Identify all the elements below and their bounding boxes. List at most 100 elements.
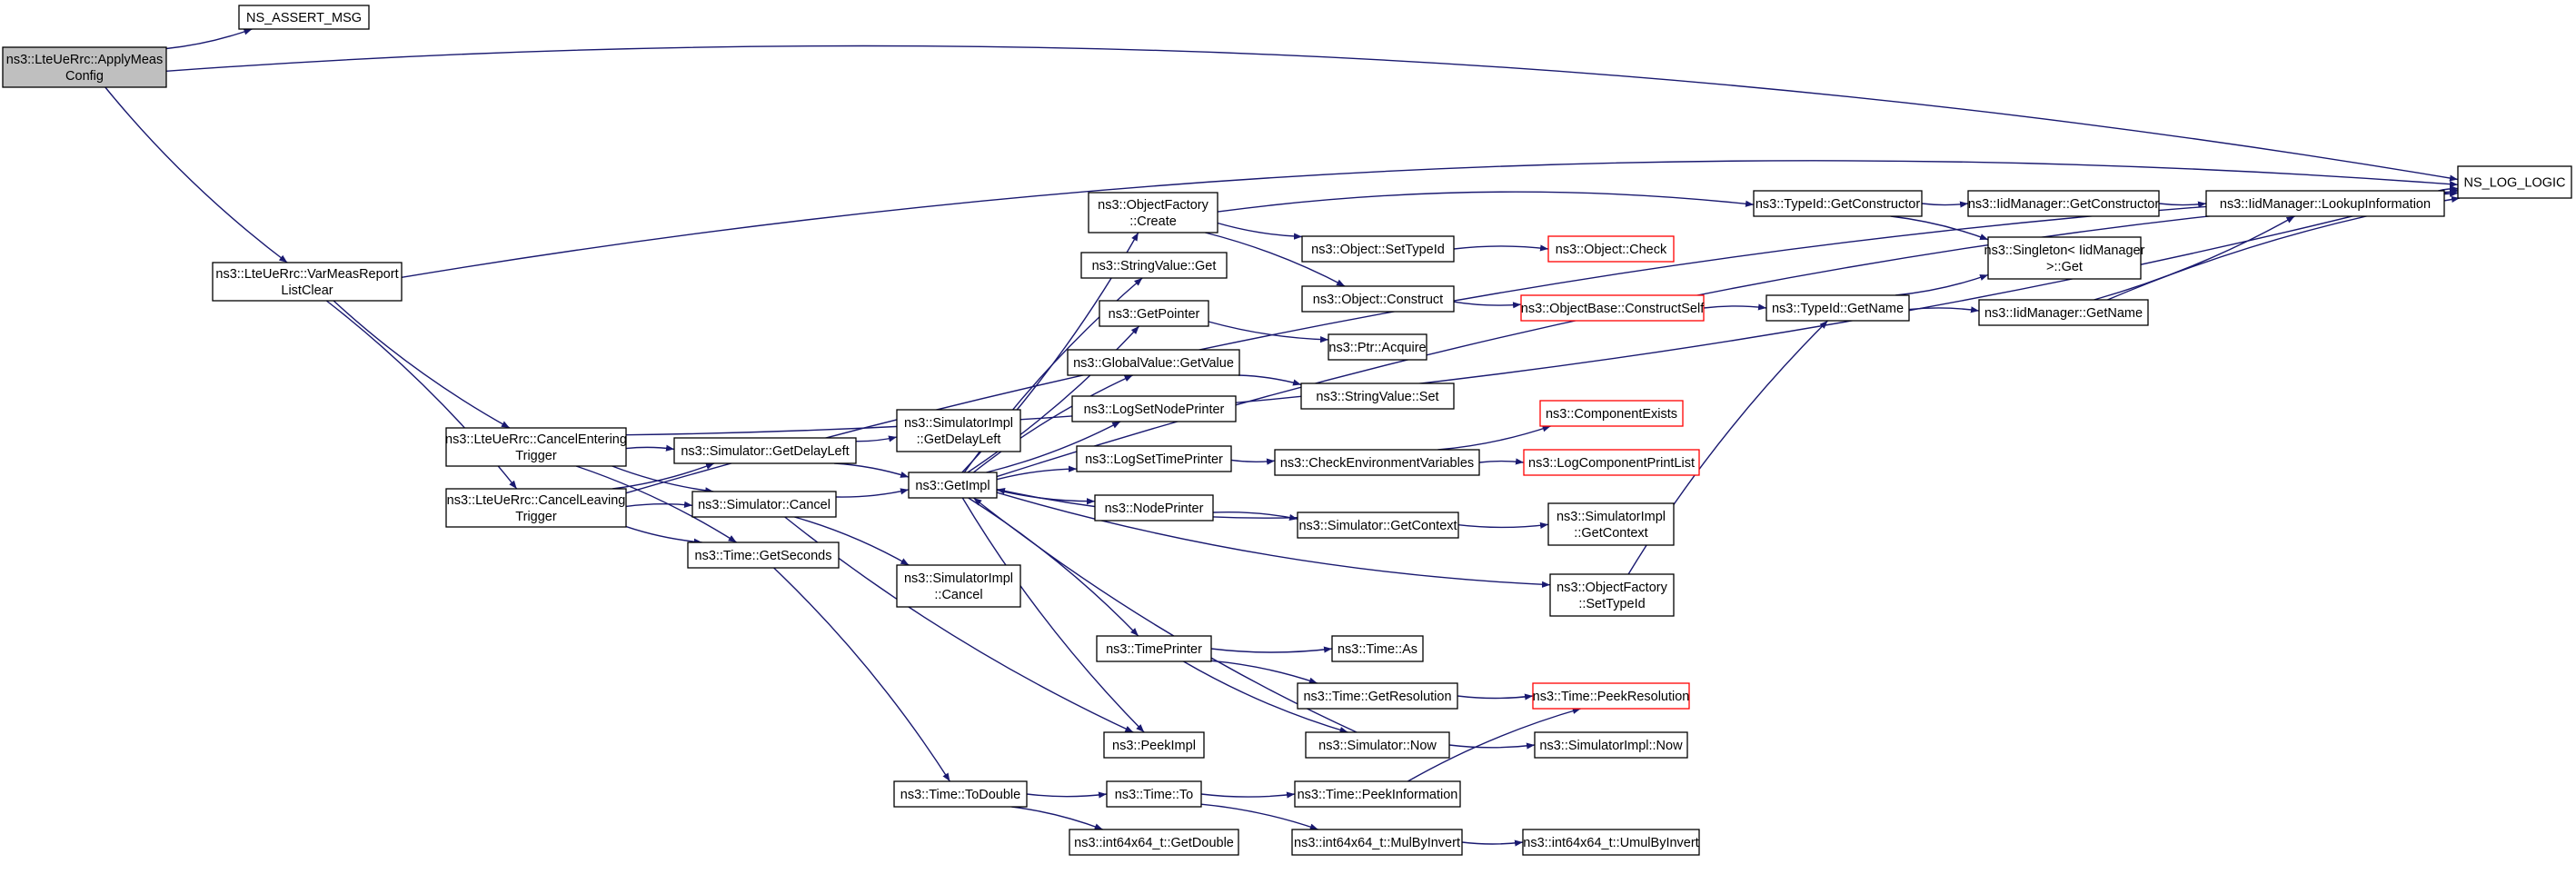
edge-timeTo-to-peekInfo bbox=[1200, 791, 1296, 799]
node-ns3-singleton-iidmanager-get[interactable]: ns3::Singleton< IidManager>::Get bbox=[1984, 236, 2145, 280]
node-box bbox=[1532, 682, 1690, 710]
node-label: ns3::TypeId::GetName bbox=[1772, 302, 1904, 316]
node-label: ns3::LogSetNodePrinter bbox=[1084, 402, 1225, 417]
node-label: ns3::Time::GetResolution bbox=[1303, 690, 1451, 704]
edge-getImpl-to-globalGet bbox=[972, 374, 1133, 473]
node-ns3-simulatorimpl-cancel[interactable]: ns3::SimulatorImpl::Cancel bbox=[896, 564, 1021, 608]
node-box bbox=[2457, 165, 2572, 199]
node-label: ns3::LteUeRrc::VarMeasReport bbox=[215, 267, 398, 282]
node-ns3-peekimpl[interactable]: ns3::PeekImpl bbox=[1103, 731, 1205, 759]
edge-factCreate-to-typeGetCtor bbox=[1217, 191, 1755, 213]
node-ns3-nodeprinter[interactable]: ns3::NodePrinter bbox=[1094, 494, 1214, 522]
edge-cancelEnter-to-simCancel bbox=[612, 465, 714, 494]
node-ns3-logcomponentprintlist[interactable]: ns3::LogComponentPrintList bbox=[1523, 449, 1700, 476]
node-ns3-time-getseconds[interactable]: ns3::Time::GetSeconds bbox=[687, 541, 840, 569]
node-label: ns3::ComponentExists bbox=[1546, 407, 1677, 422]
node-label: ns3::Object::SetTypeId bbox=[1311, 243, 1445, 257]
node-ns3-iidmanager-getconstructor[interactable]: ns3::IidManager::GetConstructor bbox=[1967, 190, 2160, 217]
node-ns3-checkenvironmentvariables[interactable]: ns3::CheckEnvironmentVariables bbox=[1274, 449, 1480, 476]
node-box bbox=[896, 564, 1021, 608]
node-box bbox=[1080, 252, 1228, 279]
node-ns3-componentexists[interactable]: ns3::ComponentExists bbox=[1539, 400, 1684, 427]
node-ns-assert-msg[interactable]: NS_ASSERT_MSG bbox=[238, 5, 370, 30]
node-ns3-logsettimeprinter[interactable]: ns3::LogSetTimePrinter bbox=[1076, 445, 1232, 472]
edge-getImpl-to-getPointer bbox=[967, 325, 1140, 473]
edge-cancelLeave-to-getSeconds bbox=[625, 525, 702, 545]
edge-cancelLeave-to-simCancel bbox=[625, 501, 693, 508]
node-ns3-objectbase-constructself[interactable]: ns3::ObjectBase::ConstructSelf bbox=[1520, 294, 1705, 322]
edge-timePrinter-to-simNow bbox=[1183, 661, 1348, 733]
node-label: ns3::Time::As bbox=[1338, 642, 1417, 657]
node-ns3-timeprinter[interactable]: ns3::TimePrinter bbox=[1096, 635, 1212, 662]
node-ns3-getpointer[interactable]: ns3::GetPointer bbox=[1099, 300, 1209, 327]
node-ns3-object-construct[interactable]: ns3::Object::Construct bbox=[1301, 285, 1455, 313]
node-ns3-simulator-cancel[interactable]: ns3::Simulator::Cancel bbox=[691, 491, 837, 518]
node-box bbox=[1106, 780, 1202, 808]
node-ns3-int64x64-t-umulbyinvert[interactable]: ns3::int64x64_t::UmulByInvert bbox=[1522, 829, 1700, 856]
edge-getImpl-to-peekImpl bbox=[961, 497, 1145, 733]
node-ns3-objectfactory-create[interactable]: ns3::ObjectFactory::Create bbox=[1088, 192, 1218, 233]
node-ns3-time-todouble[interactable]: ns3::Time::ToDouble bbox=[893, 780, 1028, 808]
node-box bbox=[1094, 494, 1214, 522]
node-box bbox=[212, 262, 403, 302]
node-box bbox=[2, 46, 167, 88]
edge-cancelEnter-to-getDelayLeft bbox=[625, 444, 675, 452]
node-ns3-logsetnodeprinter[interactable]: ns3::LogSetNodePrinter bbox=[1071, 395, 1237, 422]
node-ns3-globalvalue-getvalue[interactable]: ns3::GlobalValue::GetValue bbox=[1067, 349, 1240, 376]
node-ns3-time-to[interactable]: ns3::Time::To bbox=[1106, 780, 1202, 808]
node-box bbox=[238, 5, 370, 30]
node-box bbox=[1069, 829, 1239, 856]
node-ns3-object-settypeid[interactable]: ns3::Object::SetTypeId bbox=[1301, 235, 1455, 263]
node-ns3-int64x64-t-getdouble[interactable]: ns3::int64x64_t::GetDouble bbox=[1069, 829, 1239, 856]
node-ns3-objectfactory-settypeid[interactable]: ns3::ObjectFactory::SetTypeId bbox=[1549, 573, 1675, 617]
node-label: ns3::StringValue::Set bbox=[1316, 390, 1438, 404]
node-ns3-object-check[interactable]: ns3::Object::Check bbox=[1547, 235, 1675, 263]
node-label: ns3::Object::Construct bbox=[1313, 293, 1443, 307]
node-label: ns3::SimulatorImpl::Now bbox=[1539, 739, 1683, 753]
node-ns3-getimpl[interactable]: ns3::GetImpl bbox=[908, 472, 998, 499]
node-label: ns3::Time::To bbox=[1115, 788, 1194, 802]
node-label: ns3::IidManager::GetConstructor bbox=[1968, 197, 2160, 212]
node-box bbox=[1547, 502, 1675, 546]
edge-logTime-to-checkEnv bbox=[1230, 458, 1276, 465]
node-box bbox=[1539, 400, 1684, 427]
node-label: ListClear bbox=[281, 283, 333, 298]
call-edges bbox=[104, 28, 2461, 847]
node-ns3-time-peekinformation[interactable]: ns3::Time::PeekInformation bbox=[1294, 780, 1461, 808]
node-ns3-stringvalue-set[interactable]: ns3::StringValue::Set bbox=[1300, 382, 1455, 410]
node-ns-log-logic[interactable]: NS_LOG_LOGIC bbox=[2457, 165, 2572, 199]
node-label: Trigger bbox=[515, 449, 557, 463]
node-ns3-simulator-now[interactable]: ns3::Simulator::Now bbox=[1305, 731, 1450, 759]
node-ns3-simulator-getdelayleft[interactable]: ns3::Simulator::GetDelayLeft bbox=[673, 437, 857, 464]
node-ns3-time-peekresolution[interactable]: ns3::Time::PeekResolution bbox=[1532, 682, 1690, 710]
node-ns3-time-getresolution[interactable]: ns3::Time::GetResolution bbox=[1297, 682, 1458, 710]
node-box bbox=[1534, 731, 1688, 759]
node-box bbox=[1297, 682, 1458, 710]
node-ns3-simulatorimpl-getdelayleft[interactable]: ns3::SimulatorImpl::GetDelayLeft bbox=[896, 409, 1021, 452]
node-label: >::Get bbox=[2046, 260, 2083, 274]
node-label: ns3::Time::ToDouble bbox=[900, 788, 1020, 802]
node-label: ns3::int64x64_t::MulByInvert bbox=[1294, 836, 1460, 850]
node-label: ns3::NodePrinter bbox=[1105, 502, 1204, 516]
node-box bbox=[1753, 190, 1923, 217]
node-box bbox=[673, 437, 857, 464]
node-ns3-simulatorimpl-getcontext[interactable]: ns3::SimulatorImpl::GetContext bbox=[1547, 502, 1675, 546]
node-ns3-iidmanager-lookupinformation[interactable]: ns3::IidManager::LookupInformation bbox=[2205, 190, 2445, 217]
node-label: ns3::LogSetTimePrinter bbox=[1085, 452, 1223, 467]
node-label: ns3::GetPointer bbox=[1109, 307, 1200, 322]
node-label: ns3::ObjectFactory bbox=[1557, 581, 1667, 595]
node-ns3-stringvalue-get[interactable]: ns3::StringValue::Get bbox=[1080, 252, 1228, 279]
node-ns3-simulatorimpl-now[interactable]: ns3::SimulatorImpl::Now bbox=[1534, 731, 1688, 759]
node-ns3-time-as[interactable]: ns3::Time::As bbox=[1331, 635, 1424, 662]
node-ns3-typeid-getname[interactable]: ns3::TypeId::GetName bbox=[1765, 294, 1910, 322]
node-ns3-simulator-getcontext[interactable]: ns3::Simulator::GetContext bbox=[1297, 512, 1459, 539]
node-ns3-ptr-acquire[interactable]: ns3::Ptr::Acquire bbox=[1328, 333, 1427, 361]
node-ns3-int64x64-t-mulbyinvert[interactable]: ns3::int64x64_t::MulByInvert bbox=[1291, 829, 1463, 856]
node-box bbox=[1305, 731, 1450, 759]
node-ns3-iidmanager-getname[interactable]: ns3::IidManager::GetName bbox=[1978, 299, 2149, 326]
node-ns3-typeid-getconstructor[interactable]: ns3::TypeId::GetConstructor bbox=[1753, 190, 1923, 217]
